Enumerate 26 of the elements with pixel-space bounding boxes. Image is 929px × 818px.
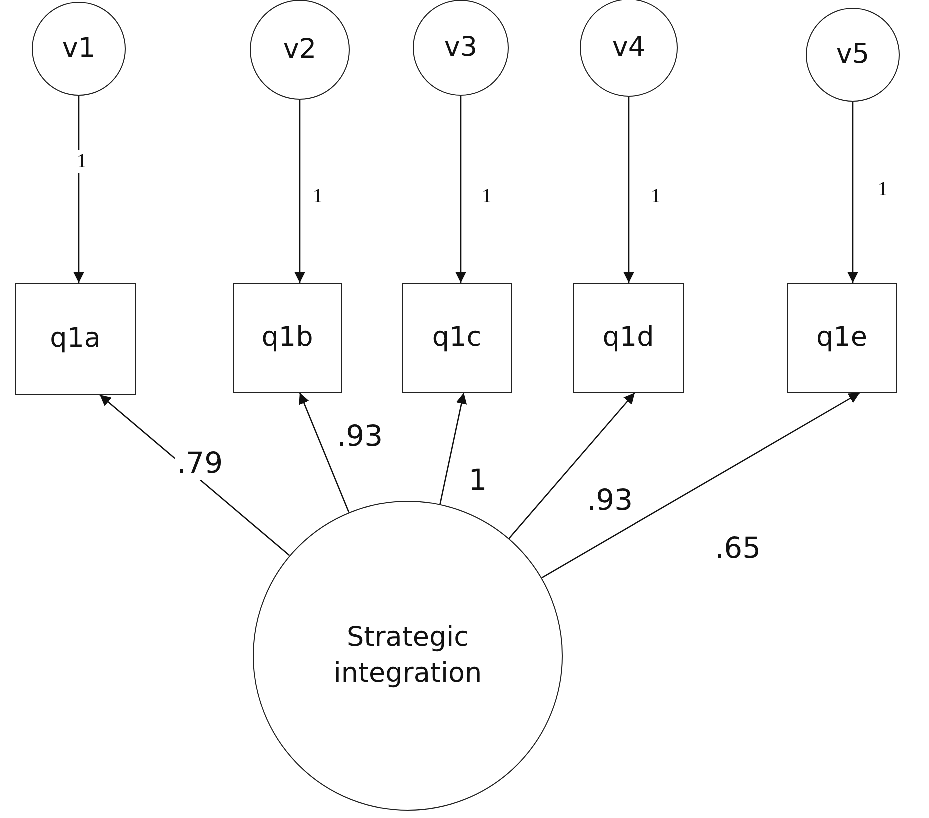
variable-name: v1 bbox=[62, 32, 96, 66]
variable-name: q1b bbox=[262, 320, 314, 355]
variable-name: q1c bbox=[432, 320, 482, 355]
arrow bbox=[294, 100, 306, 283]
variable-name: q1a bbox=[50, 322, 101, 356]
arrow bbox=[542, 392, 860, 579]
variable-name: Strategic integration bbox=[332, 620, 484, 691]
observed-variable-box bbox=[787, 283, 897, 393]
arrow bbox=[456, 96, 466, 283]
observed-variable-box bbox=[15, 283, 136, 395]
arrow bbox=[848, 102, 858, 283]
observed-variable-box bbox=[573, 283, 684, 393]
variable-name: v3 bbox=[444, 30, 478, 65]
arrow bbox=[299, 392, 350, 513]
variable-name: q1e bbox=[816, 320, 868, 355]
arrow bbox=[74, 96, 84, 283]
variable-name: q1d bbox=[602, 320, 654, 355]
observed-variable-box bbox=[402, 283, 512, 393]
arrow bbox=[440, 392, 468, 505]
arrow bbox=[508, 392, 636, 540]
arrow bbox=[624, 97, 634, 283]
observed-variable-box bbox=[233, 283, 342, 393]
variable-name: v2 bbox=[283, 32, 317, 67]
variable-name: v4 bbox=[612, 30, 646, 65]
edge-label: 1 bbox=[76, 150, 88, 174]
variable-name: v5 bbox=[836, 38, 870, 72]
